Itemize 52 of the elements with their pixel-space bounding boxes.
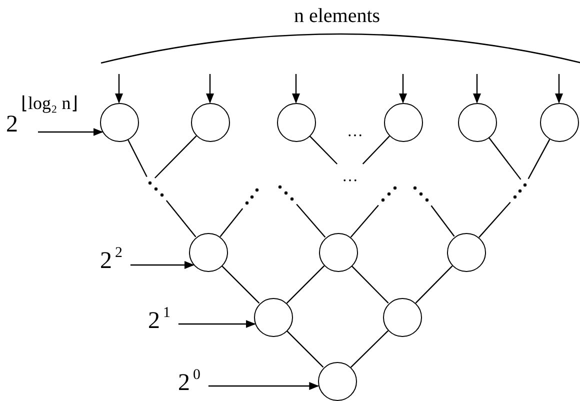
connector-line <box>286 265 325 304</box>
arrow <box>292 74 300 104</box>
tree-node-circle <box>458 102 496 142</box>
connector-line <box>286 330 324 368</box>
connector-line <box>430 205 455 237</box>
level-label: 2$^{2}$ <box>100 246 122 274</box>
tree-node-circle <box>540 102 578 142</box>
arrow <box>473 74 481 104</box>
connector-line <box>221 265 260 304</box>
ellipsis: … <box>347 124 363 140</box>
arrow <box>208 382 320 390</box>
connector-line <box>154 135 197 178</box>
connector-line <box>166 200 196 238</box>
diagonal-ellipsis <box>148 181 164 197</box>
level-label: 2$^{0}$ <box>178 368 200 396</box>
connector-line <box>220 208 244 238</box>
tree-node-circle <box>190 102 230 142</box>
ellipsis: … <box>342 169 358 185</box>
arrow <box>178 320 256 328</box>
connector-line <box>350 204 379 238</box>
diagonal-ellipsis <box>278 185 294 201</box>
tree-node-circle <box>318 232 358 272</box>
arrow <box>555 74 563 104</box>
tree-node-circle <box>254 298 292 336</box>
connector-line <box>528 138 550 180</box>
diagonal-ellipsis <box>413 186 429 202</box>
arrow <box>130 261 194 269</box>
level-label: 2$^{1}$ <box>148 306 170 334</box>
tree-node-circle <box>318 362 356 400</box>
diagonal-ellipsis <box>245 188 259 205</box>
connector-line <box>478 202 511 238</box>
bracket-label: n elements <box>294 6 380 26</box>
connector-line <box>350 330 389 368</box>
tree-node-circle <box>446 232 486 272</box>
arrow <box>115 74 123 104</box>
tree-node-circle <box>276 102 316 142</box>
connector-line <box>488 137 522 180</box>
connector-line <box>309 136 338 164</box>
diagonal-ellipsis <box>513 183 527 199</box>
connector-line <box>296 204 326 238</box>
arrow <box>206 74 214 104</box>
tree-node-circle <box>188 232 228 272</box>
tree-node-circle <box>384 102 422 142</box>
arrow <box>399 74 407 104</box>
tree-node-circle <box>100 102 138 142</box>
connector-line <box>415 265 453 304</box>
connector-line <box>127 139 148 178</box>
connector-line <box>351 265 389 304</box>
arrow <box>38 128 104 136</box>
tree-node-circle <box>382 298 422 336</box>
diagonal-ellipsis <box>381 186 397 202</box>
connector-line <box>362 136 390 164</box>
